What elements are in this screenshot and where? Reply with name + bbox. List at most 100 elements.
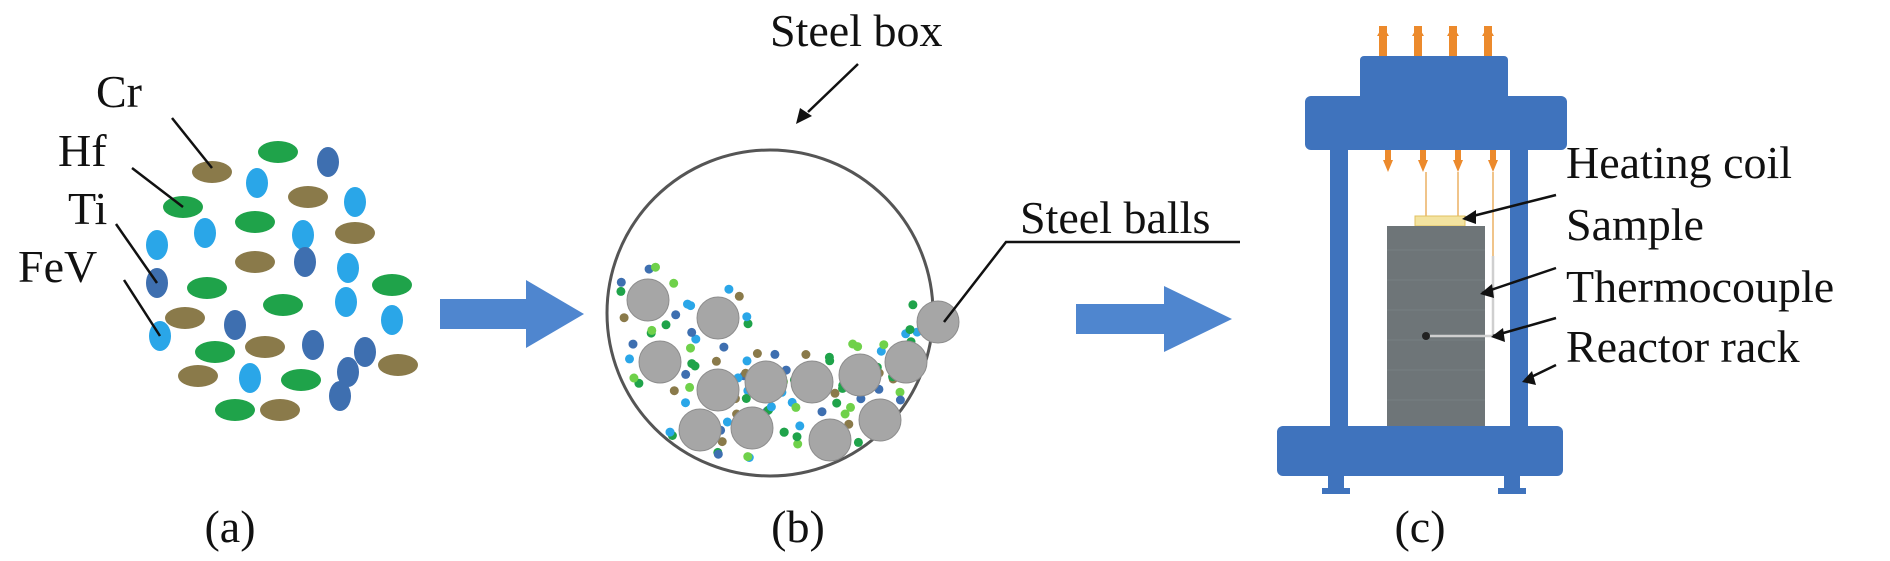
reactor-rack-left-post xyxy=(1330,148,1348,430)
fev-particle xyxy=(239,363,261,393)
powder-dot xyxy=(742,312,752,322)
cr-particle xyxy=(165,307,205,329)
label-sample: Sample xyxy=(1566,199,1704,250)
steel-ball xyxy=(638,340,682,384)
powder-dot xyxy=(853,437,863,447)
cr-particle xyxy=(335,222,375,244)
powder-dot xyxy=(743,452,753,462)
powder-dot xyxy=(770,349,780,359)
panel-c-reactor: Heating coil Sample Thermocouple Reactor… xyxy=(1277,26,1834,552)
hf-particle xyxy=(195,341,235,363)
powder-dot xyxy=(681,369,691,379)
cr-particle xyxy=(178,365,218,387)
powder-particles xyxy=(146,141,418,421)
powder-dot xyxy=(752,349,762,358)
cr-particle xyxy=(378,354,418,376)
powder-dot xyxy=(791,402,801,412)
fev-particle xyxy=(335,287,357,317)
powder-dot xyxy=(669,278,679,288)
ti-particle xyxy=(329,381,351,411)
steel-ball xyxy=(730,406,774,450)
powder-dot xyxy=(734,291,744,301)
powder-dot xyxy=(616,286,626,296)
label-fev: FeV xyxy=(18,241,97,292)
powder-dot xyxy=(825,356,835,366)
ti-particle xyxy=(224,310,246,340)
powder-dot xyxy=(766,402,776,412)
panel-b-ball-mill: Steel box Steel balls (b) xyxy=(605,5,1240,552)
steel-ball xyxy=(696,296,740,340)
cr-particle xyxy=(235,251,275,273)
powder-dot xyxy=(713,449,723,459)
reactor-foot-right xyxy=(1504,476,1520,490)
hf-particle xyxy=(372,274,412,296)
reactor-foot-left xyxy=(1328,476,1344,490)
powder-dot xyxy=(686,343,695,353)
reactor-rack-right-post xyxy=(1510,148,1528,430)
panel-c-arrowheads xyxy=(1462,210,1536,385)
powder-dot xyxy=(719,342,729,352)
powder-dot xyxy=(742,356,752,366)
powder-dot xyxy=(793,439,803,449)
steel-ball xyxy=(744,360,788,404)
powder-dot xyxy=(628,339,638,349)
reactor-lid xyxy=(1360,56,1508,100)
panel-a-leader-lines xyxy=(114,117,213,337)
cr-particle xyxy=(288,186,328,208)
label-reactor-rack: Reactor rack xyxy=(1566,321,1800,372)
ti-particle xyxy=(302,330,324,360)
top-leads xyxy=(1377,26,1494,58)
heating-coil xyxy=(1414,215,1466,227)
fev-particle xyxy=(292,220,314,250)
steel-ball xyxy=(884,340,928,384)
cr-particle xyxy=(245,336,285,358)
steel-ball xyxy=(626,278,670,322)
mill-charge xyxy=(616,262,960,462)
powder-dot xyxy=(665,427,675,437)
ti-particle xyxy=(337,357,359,387)
powder-dot xyxy=(832,398,842,408)
powder-dot xyxy=(846,402,855,412)
steel-ball xyxy=(790,360,834,404)
cr-particle xyxy=(260,399,300,421)
powder-dot xyxy=(879,340,889,350)
powder-dot xyxy=(908,300,918,310)
fev-particle xyxy=(246,168,268,198)
powder-dot xyxy=(722,417,732,427)
powder-dot xyxy=(830,388,840,398)
hf-particle xyxy=(281,369,321,391)
process-arrow-1 xyxy=(440,280,584,348)
caption-b: (b) xyxy=(771,501,825,552)
label-ti: Ti xyxy=(68,183,107,234)
powder-dot xyxy=(801,350,811,359)
powder-dot xyxy=(661,320,671,330)
label-hf: Hf xyxy=(58,125,107,176)
powder-dot xyxy=(671,310,681,320)
fev-particle xyxy=(344,187,366,217)
fev-particle xyxy=(146,230,168,260)
powder-dot xyxy=(683,299,692,309)
powder-dot xyxy=(853,342,863,352)
powder-dot xyxy=(895,395,905,405)
fev-particle xyxy=(337,253,359,283)
fev-particle xyxy=(381,305,403,335)
label-thermocouple: Thermocouple xyxy=(1566,261,1834,312)
powder-dot xyxy=(647,325,657,335)
caption-c: (c) xyxy=(1394,501,1445,552)
powder-dot xyxy=(741,394,751,403)
steel-ball xyxy=(858,398,902,442)
steel-ball xyxy=(696,368,740,412)
powder-dot xyxy=(625,354,634,364)
label-steel-box: Steel box xyxy=(770,5,942,56)
ti-particle xyxy=(354,337,376,367)
hf-particle xyxy=(258,141,298,163)
powder-dot xyxy=(779,427,789,437)
hf-particle xyxy=(263,294,303,316)
inner-leads xyxy=(1383,150,1498,172)
steel-ball xyxy=(678,408,722,452)
sample-cylinder xyxy=(1387,226,1485,426)
powder-dot xyxy=(792,432,802,442)
label-cr: Cr xyxy=(96,66,142,117)
powder-dot xyxy=(651,262,660,272)
